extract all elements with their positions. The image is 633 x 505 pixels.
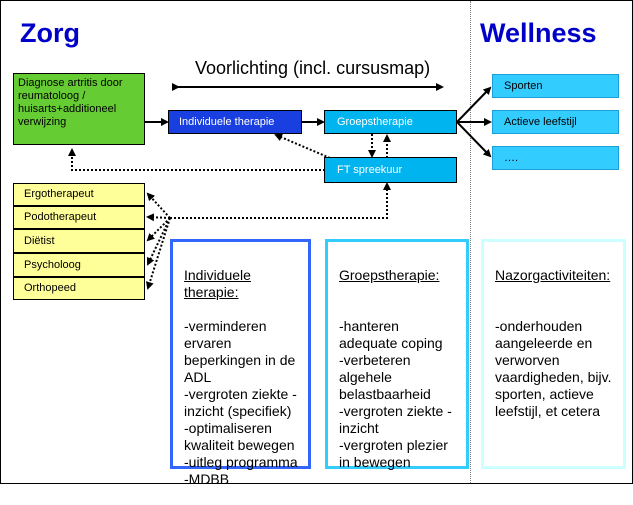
wellness-item-leefstijl: Actieve leefstijl	[492, 110, 619, 134]
dotted-to-dietist	[146, 217, 171, 242]
diagnose-box: Diagnose artritis door reumatoloog / hui…	[13, 73, 145, 145]
connectors	[68, 83, 492, 290]
panel-body: -verminderen ervaren beperkingen in de A…	[184, 318, 298, 487]
panel-body: -hanteren adequate coping -verbeteren al…	[339, 318, 452, 470]
specialist-label: Diëtist	[24, 235, 55, 247]
groepstherapie-label: Groepstherapie	[337, 116, 413, 128]
ft-spreekuur-box: FT spreekuur	[324, 157, 457, 183]
wellness-item-label: Sporten	[504, 80, 543, 92]
dotted-specialists-ft	[170, 182, 391, 219]
dotted-to-podo	[146, 213, 171, 222]
specialist-podotherapeut: Podotherapeut	[13, 206, 145, 229]
individuele-therapie-label: Individuele therapie	[179, 116, 275, 128]
wellness-item-more: ….	[492, 146, 619, 170]
specialist-label: Psycholoog	[24, 259, 81, 271]
wellness-item-label: Actieve leefstijl	[504, 116, 577, 128]
heading-wellness: Wellness	[480, 18, 597, 48]
voorlichting-label: Voorlichting (incl. cursusmap)	[195, 58, 431, 78]
arrow-groeps-sporten	[456, 86, 492, 123]
groepstherapie-box: Groepstherapie	[324, 110, 457, 134]
specialist-label: Orthopeed	[24, 282, 76, 294]
wellness-item-label: ….	[504, 152, 519, 164]
panel-title: Individuele therapie:	[184, 267, 251, 300]
wellness-item-sporten: Sporten	[492, 74, 619, 98]
dotted-ft-individuele	[274, 133, 331, 159]
diagnose-text: Diagnose artritis door reumatoloog / hui…	[18, 77, 123, 128]
section-divider	[470, 1, 471, 483]
specialist-psycholoog: Psycholoog	[13, 253, 145, 277]
dotted-to-ergo	[146, 192, 171, 219]
panel-groepstherapie: Groepstherapie: -hanteren adequate copin…	[325, 239, 469, 470]
panel-title: Nazorgactiviteiten:	[495, 267, 611, 283]
dotted-ft-diagnose	[68, 148, 325, 171]
specialist-ergotherapeut: Ergotherapeut	[13, 183, 145, 206]
heading-zorg: Zorg	[20, 18, 80, 48]
panel-title: Groepstherapie:	[339, 267, 440, 283]
specialist-dietist: Diëtist	[13, 229, 145, 253]
panel-body: -onderhouden aangeleerde en verworven va…	[495, 318, 612, 419]
individuele-therapie-box: Individuele therapie	[168, 110, 302, 134]
specialist-label: Ergotherapeut	[24, 188, 94, 200]
specialist-orthopeed: Orthopeed	[13, 277, 145, 300]
specialist-label: Podotherapeut	[24, 211, 97, 223]
panel-individuele-therapie: Individuele therapie: -verminderen ervar…	[170, 239, 311, 487]
arrow-groeps-more	[456, 121, 492, 158]
ft-spreekuur-label: FT spreekuur	[337, 164, 403, 176]
dotted-to-psycholoog	[146, 217, 171, 266]
dotted-to-orthopeed	[145, 217, 171, 290]
panel-nazorgactiviteiten: Nazorgactiviteiten: -onderhouden aangele…	[481, 239, 626, 469]
